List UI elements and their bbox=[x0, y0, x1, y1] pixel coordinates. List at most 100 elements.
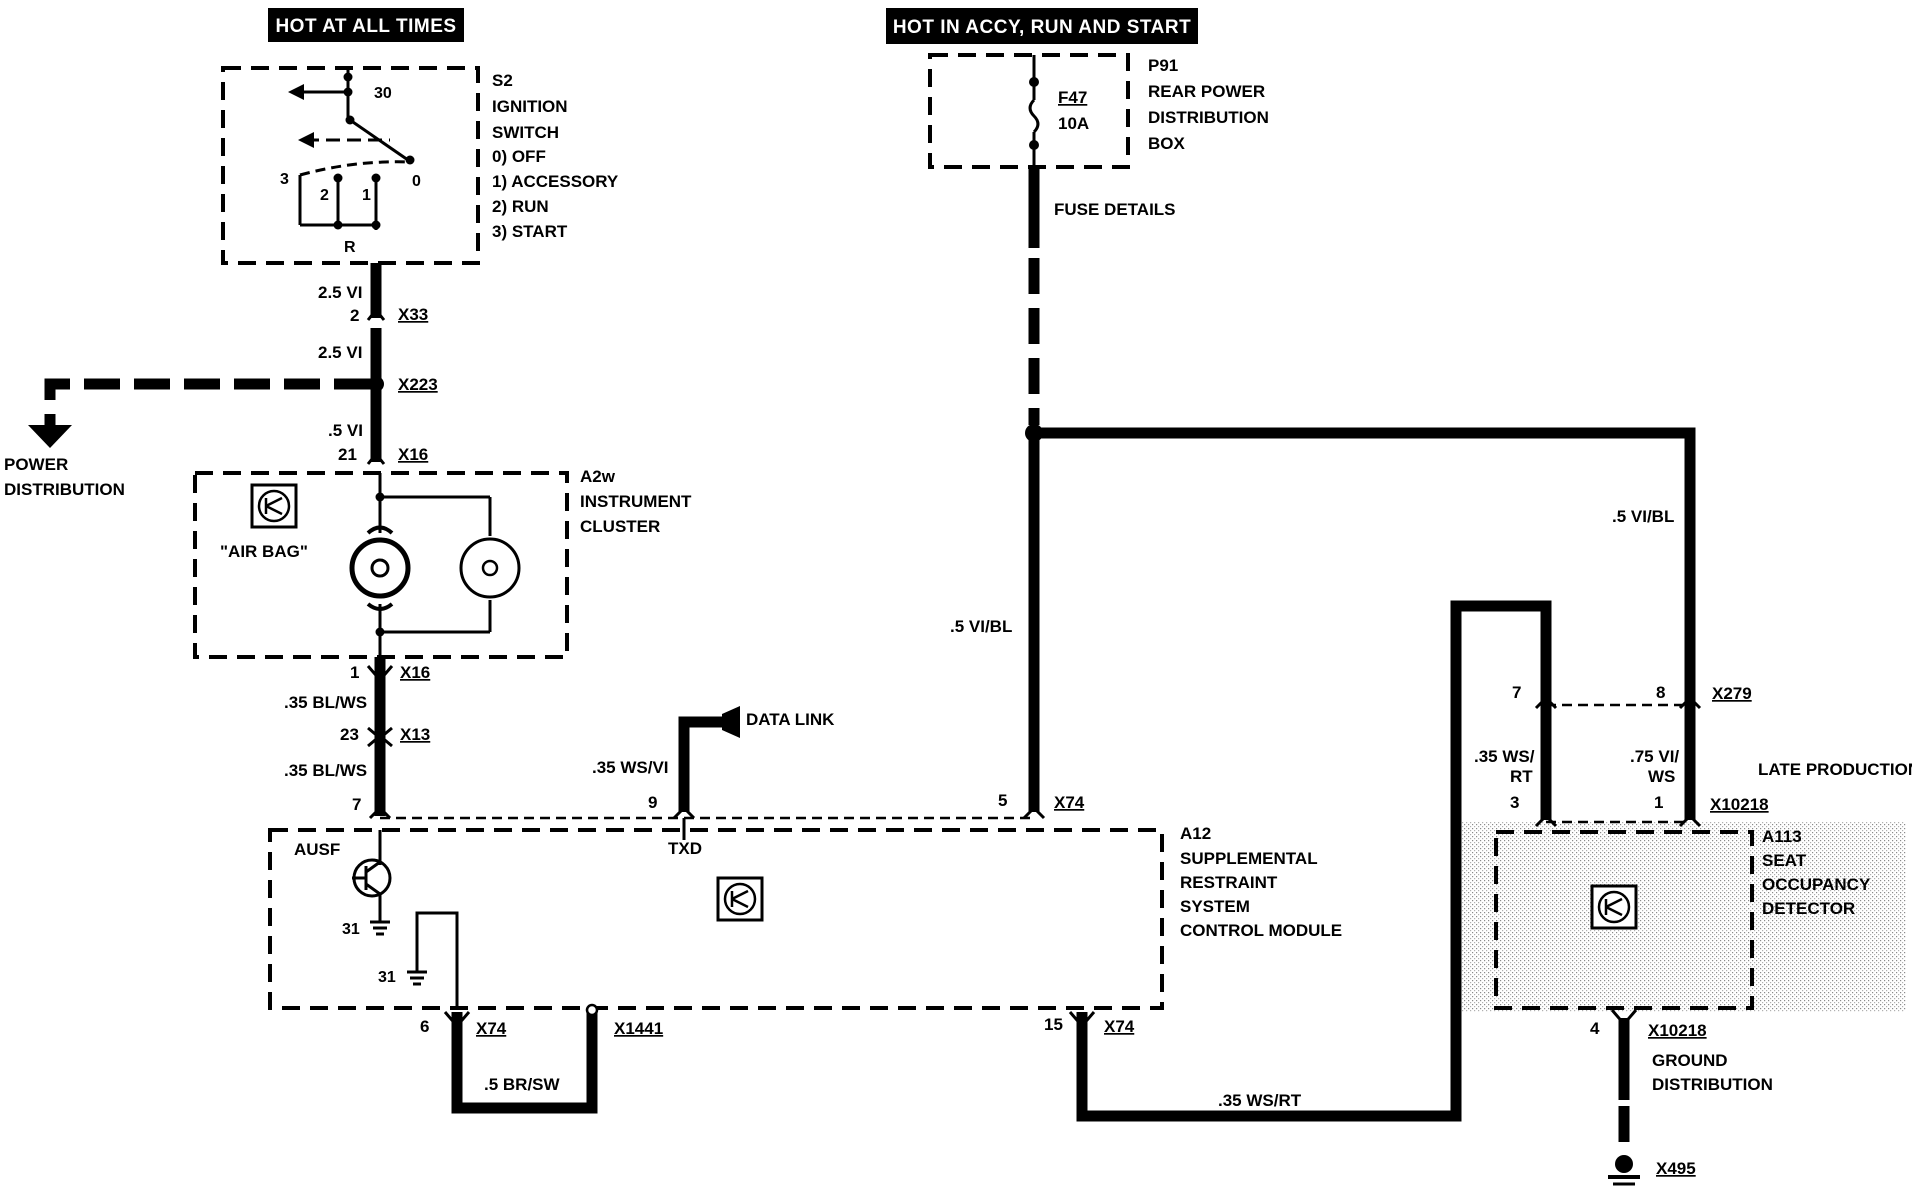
fuse-rating: 10A bbox=[1058, 114, 1089, 133]
airbag-lamp-label: "AIR BAG" bbox=[220, 542, 308, 561]
wire-srs-loop bbox=[443, 1003, 599, 1114]
x74-pin-5: 5 bbox=[998, 791, 1007, 810]
electronic-module-icon bbox=[1590, 884, 1638, 930]
wire-srs-to-seat bbox=[1068, 600, 1552, 1122]
x279-pin-7: 7 bbox=[1512, 683, 1521, 702]
connector-x279 bbox=[1534, 695, 1702, 710]
connector-x16-bottom bbox=[366, 665, 394, 683]
switch-pos-run: 2) RUN bbox=[492, 197, 549, 216]
wire-label-35wsrt-a-1: .35 WS/ bbox=[1474, 747, 1535, 766]
x279-label: X279 bbox=[1712, 684, 1752, 703]
wire-label-5vi: .5 VI bbox=[328, 421, 363, 440]
x74-bot-right-pin: 15 bbox=[1044, 1015, 1063, 1034]
srs-module-id: A12 bbox=[1180, 824, 1211, 843]
x279-pin-8: 8 bbox=[1656, 683, 1665, 702]
terminal-3: 3 bbox=[280, 171, 289, 188]
airbag-lamp-icon bbox=[349, 525, 411, 611]
wire-label-35blws-b: .35 BL/WS bbox=[284, 761, 367, 780]
wire-label-25vi-a: 2.5 VI bbox=[318, 283, 362, 302]
header-hot-at-all-times-text: HOT AT ALL TIMES bbox=[275, 16, 456, 37]
x10218-bot-label: X10218 bbox=[1648, 1021, 1707, 1040]
fuse-icon bbox=[1028, 98, 1040, 134]
connector-x33 bbox=[366, 307, 386, 321]
wire-label-75viws-1: .75 VI/ bbox=[1630, 747, 1679, 766]
seat-detector-name-1: SEAT bbox=[1762, 851, 1807, 870]
switch-pos-off: 0) OFF bbox=[492, 147, 546, 166]
connector-x74-top bbox=[368, 805, 1046, 820]
instrument-cluster: "AIR BAG" bbox=[193, 471, 569, 659]
wire-label-35wsvi: .35 WS/VI bbox=[592, 758, 669, 777]
wire-fuse-feed bbox=[1025, 167, 1696, 812]
ground-icon bbox=[370, 920, 390, 936]
x74-bot-right-label: X74 bbox=[1104, 1017, 1135, 1036]
x74-pin-7: 7 bbox=[352, 795, 361, 814]
srs-module-name-1: SUPPLEMENTAL bbox=[1180, 849, 1318, 868]
terminal-30: 30 bbox=[374, 85, 392, 102]
x33-pin: 2 bbox=[350, 306, 359, 325]
terminal-2: 2 bbox=[320, 187, 329, 204]
x74-pin-9: 9 bbox=[648, 793, 657, 812]
wire-label-5vibl-b: .5 VI/BL bbox=[1612, 507, 1674, 526]
terminal-r: R bbox=[344, 239, 356, 256]
ground-31-b: 31 bbox=[378, 969, 396, 986]
x74-top-label: X74 bbox=[1054, 793, 1085, 812]
ignition-switch: 30 0 1 2 3 R bbox=[221, 66, 480, 265]
x16-top-label: X16 bbox=[398, 445, 428, 464]
switch-pos-start: 3) START bbox=[492, 222, 568, 241]
x10218-bot-pin: 4 bbox=[1590, 1019, 1600, 1038]
ignition-switch-id: S2 bbox=[492, 71, 513, 90]
fuse-box-name-1: REAR POWER bbox=[1148, 82, 1265, 101]
x13-pin: 23 bbox=[340, 725, 359, 744]
instrument-cluster-id: A2w bbox=[580, 467, 616, 486]
x10218-top-label: X10218 bbox=[1710, 795, 1769, 814]
ground-distribution-2: DISTRIBUTION bbox=[1652, 1075, 1773, 1094]
late-production-shade bbox=[1462, 822, 1906, 1012]
x74-bot-left-label: X74 bbox=[476, 1019, 507, 1038]
ground-icon bbox=[1608, 1155, 1640, 1186]
terminal-1: 1 bbox=[362, 187, 371, 204]
fuse-details-label: FUSE DETAILS bbox=[1054, 200, 1176, 219]
srs-module-name-2: RESTRAINT bbox=[1180, 873, 1278, 892]
srs-module-name-3: SYSTEM bbox=[1180, 897, 1250, 916]
splice-x223 bbox=[28, 376, 384, 448]
x16-bot-pin: 1 bbox=[350, 663, 359, 682]
wire-label-35blws-a: .35 BL/WS bbox=[284, 693, 367, 712]
wire-label-5vibl-a: .5 VI/BL bbox=[950, 617, 1012, 636]
x1441-label: X1441 bbox=[614, 1019, 663, 1038]
electronic-module-icon bbox=[716, 876, 764, 922]
fuse-box-name-2: DISTRIBUTION bbox=[1148, 108, 1269, 127]
seat-occupancy-detector bbox=[1494, 830, 1754, 1010]
srs-module-name-4: CONTROL MODULE bbox=[1180, 921, 1342, 940]
instrument-cluster-name-1: INSTRUMENT bbox=[580, 492, 692, 511]
seat-detector-name-3: DETECTOR bbox=[1762, 899, 1855, 918]
fuse-box bbox=[928, 53, 1130, 169]
switch-pos-accessory: 1) ACCESSORY bbox=[492, 172, 619, 191]
late-production-label: LATE PRODUCTION bbox=[1758, 760, 1912, 779]
fuse-box-id: P91 bbox=[1148, 56, 1178, 75]
fuse-id: F47 bbox=[1058, 88, 1087, 107]
header-hot-in-accy-text: HOT IN ACCY, RUN AND START bbox=[893, 17, 1191, 38]
x33-label: X33 bbox=[398, 305, 428, 324]
seat-detector-name-2: OCCUPANCY bbox=[1762, 875, 1871, 894]
txd-label: TXD bbox=[668, 839, 702, 858]
ausf-label: AUSF bbox=[294, 840, 340, 859]
power-distribution-2: DISTRIBUTION bbox=[4, 480, 125, 499]
x495-label: X495 bbox=[1656, 1159, 1696, 1178]
ground-distribution-1: GROUND bbox=[1652, 1051, 1728, 1070]
x74-bot-left-pin: 6 bbox=[420, 1017, 429, 1036]
srs-control-module: AUSF TXD 31 31 bbox=[268, 818, 1164, 1010]
instrument-cluster-name-2: CLUSTER bbox=[580, 517, 660, 536]
ignition-switch-name-2: SWITCH bbox=[492, 123, 559, 142]
wire-ground-distribution bbox=[1608, 1009, 1640, 1186]
wire-data-link bbox=[678, 706, 740, 812]
x223-label: X223 bbox=[398, 375, 438, 394]
x16-top-pin: 21 bbox=[338, 445, 357, 464]
cluster-lamp-icon bbox=[459, 537, 521, 599]
x16-bot-label: X16 bbox=[400, 663, 430, 682]
terminal-0: 0 bbox=[412, 173, 421, 190]
header-hot-in-accy: HOT IN ACCY, RUN AND START bbox=[886, 8, 1198, 44]
ground-icon bbox=[407, 970, 427, 986]
wire-label-35wsrt-a-2: RT bbox=[1510, 767, 1533, 786]
wire-label-5brsw: .5 BR/SW bbox=[484, 1075, 561, 1094]
